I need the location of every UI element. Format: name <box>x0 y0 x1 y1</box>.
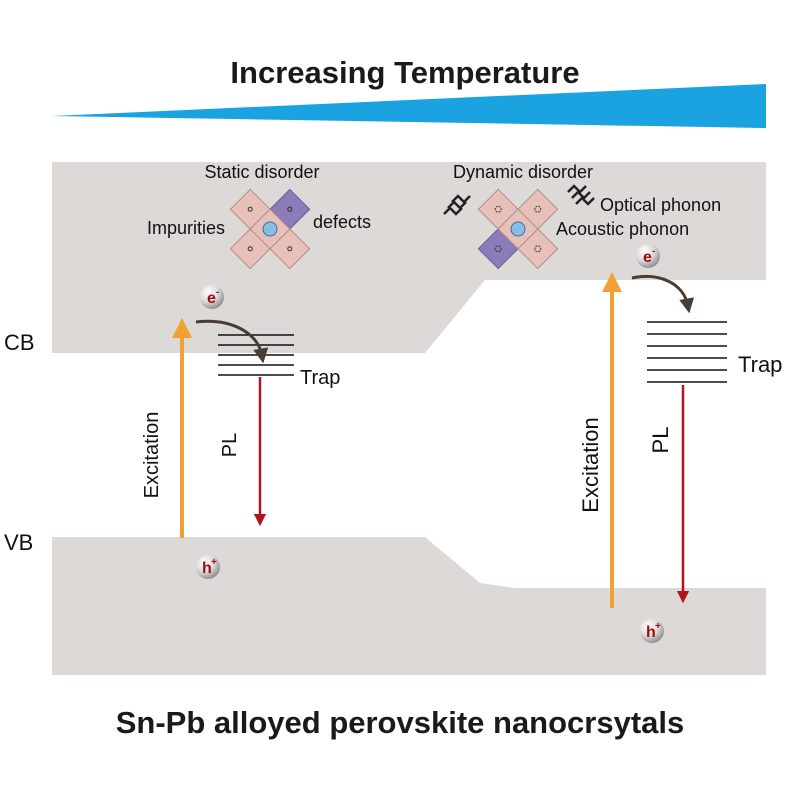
static-lattice <box>229 188 311 270</box>
svg-text:e: e <box>643 249 652 266</box>
cb-label: CB <box>4 330 35 355</box>
site-dot <box>494 205 502 213</box>
center-ion <box>262 221 278 237</box>
dynamic-disorder-label: Dynamic disorder <box>453 162 593 182</box>
dynamic-lattice <box>477 188 559 270</box>
right-electron: e - <box>636 244 660 268</box>
svg-text:e: e <box>207 290 216 307</box>
vb-label: VB <box>4 530 33 555</box>
left-hole: h + <box>196 555 220 579</box>
svg-text:-: - <box>652 246 655 257</box>
right-relaxation-arrow <box>631 275 695 314</box>
svg-text:h: h <box>202 560 212 577</box>
temperature-gradient-wedge <box>52 84 766 128</box>
right-hole: h + <box>640 619 664 643</box>
site-dot <box>247 246 253 252</box>
acoustic-phonon-label: Acoustic phonon <box>556 219 689 239</box>
center-ion <box>510 221 526 237</box>
defects-label: defects <box>313 212 371 232</box>
title-increasing-temperature: Increasing Temperature <box>230 55 579 90</box>
valence-band <box>52 537 766 675</box>
right-trap-label: Trap <box>738 352 782 377</box>
footer-title: Sn-Pb alloyed perovskite nanocrsytals <box>116 705 685 740</box>
static-disorder-label: Static disorder <box>204 162 319 182</box>
site-dot <box>534 245 542 253</box>
svg-text:-: - <box>216 287 219 298</box>
site-dot <box>494 245 502 253</box>
site-dot <box>534 205 542 213</box>
right-trap-levels <box>647 321 727 383</box>
left-trap-label: Trap <box>300 367 340 389</box>
left-pl-label: PL <box>219 433 241 457</box>
left-electron: e - <box>200 285 224 309</box>
phonon-wave-icon <box>567 184 595 206</box>
left-excitation-label: Excitation <box>141 412 163 499</box>
site-dot <box>247 206 253 212</box>
right-excitation-label: Excitation <box>578 417 603 512</box>
left-relaxation-arrow <box>195 319 269 364</box>
impurities-label: Impurities <box>147 218 225 238</box>
svg-text:+: + <box>211 557 217 568</box>
optical-phonon-label: Optical phonon <box>600 195 721 215</box>
site-dot <box>287 246 293 252</box>
right-pl-label: PL <box>648 427 673 454</box>
phonon-wave-icon <box>443 194 471 216</box>
site-dot <box>287 206 293 212</box>
svg-text:+: + <box>655 621 661 632</box>
svg-text:h: h <box>646 624 656 641</box>
